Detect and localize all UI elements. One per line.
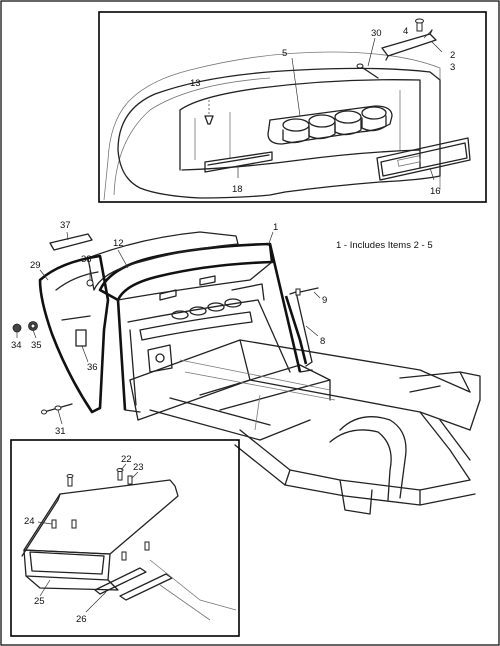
callout-3: 3 bbox=[450, 62, 455, 73]
callout-12: 12 bbox=[113, 238, 124, 249]
callout-13: 13 bbox=[190, 78, 201, 89]
gauge-pod bbox=[267, 105, 393, 145]
screw-4 bbox=[415, 18, 424, 32]
callout-4: 4 bbox=[403, 26, 408, 37]
strip-37 bbox=[49, 233, 93, 251]
support-8 bbox=[284, 295, 308, 365]
rails-26 bbox=[94, 559, 237, 621]
callout-1: 1 bbox=[273, 222, 278, 233]
inset-tray bbox=[10, 439, 240, 637]
tray-box-25 bbox=[23, 549, 119, 591]
clip-38 bbox=[86, 266, 94, 287]
part-36 bbox=[75, 329, 87, 347]
callout-24: 24 bbox=[24, 516, 35, 527]
callout-labels: 4 30 2 3 5 13 18 16 1 37 12 38 29 34 35 … bbox=[11, 26, 455, 625]
callout-22: 22 bbox=[121, 454, 132, 465]
main-assembly bbox=[12, 231, 481, 515]
chassis-frame bbox=[129, 339, 481, 515]
inset-dash-outline bbox=[117, 67, 441, 199]
callout-2: 2 bbox=[450, 50, 455, 61]
side-panel-29 bbox=[38, 254, 110, 414]
screw-30 bbox=[356, 63, 379, 79]
includes-note: 1 - Includes Items 2 - 5 bbox=[336, 240, 433, 251]
callout-30: 30 bbox=[371, 28, 382, 39]
callout-38: 38 bbox=[81, 254, 92, 265]
callout-36: 36 bbox=[87, 362, 98, 373]
bolt-31 bbox=[41, 403, 73, 415]
callout-18: 18 bbox=[232, 184, 243, 195]
callout-23: 23 bbox=[133, 462, 144, 473]
inset-dash-panel bbox=[98, 11, 487, 203]
callout-16: 16 bbox=[430, 186, 441, 197]
callout-8: 8 bbox=[320, 336, 325, 347]
inset-top-border bbox=[98, 11, 487, 203]
inset-bottom-border bbox=[10, 439, 240, 637]
plate-18 bbox=[204, 151, 273, 173]
callout-35: 35 bbox=[31, 340, 42, 351]
clip-13 bbox=[204, 115, 214, 125]
top-bracket bbox=[381, 33, 437, 57]
screw-9 bbox=[295, 287, 319, 296]
inset-dash-background bbox=[103, 51, 441, 201]
callout-5: 5 bbox=[282, 48, 287, 59]
knob-34-35 bbox=[12, 321, 38, 333]
rear-panel-12 bbox=[87, 231, 239, 291]
plate-16 bbox=[376, 137, 471, 181]
dash-body bbox=[98, 242, 313, 413]
callout-29: 29 bbox=[30, 260, 41, 271]
callout-31: 31 bbox=[55, 426, 66, 437]
callout-26: 26 bbox=[76, 614, 87, 625]
callout-25: 25 bbox=[34, 596, 45, 607]
callout-37: 37 bbox=[60, 220, 71, 231]
callout-34: 34 bbox=[11, 340, 22, 351]
callout-9: 9 bbox=[322, 295, 327, 306]
tray-screws bbox=[51, 468, 150, 561]
